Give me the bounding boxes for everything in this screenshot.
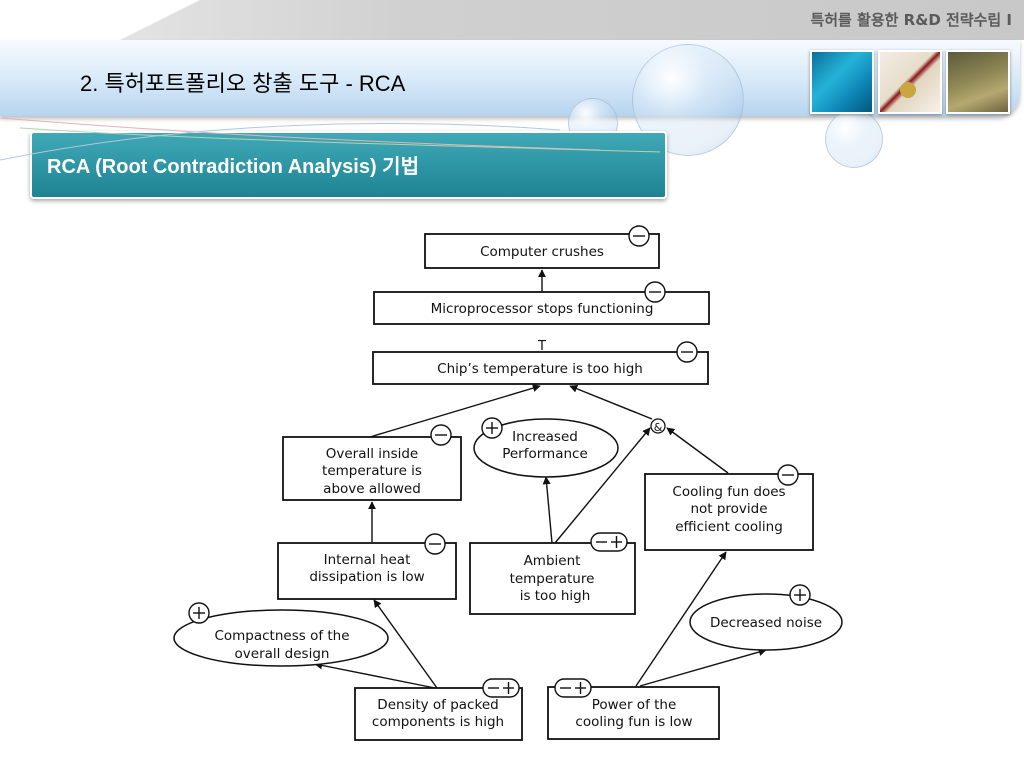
node-ellipse — [689, 593, 843, 651]
node-label: dissipation is low — [309, 569, 424, 585]
presentation-subject: 특허를 활용한 R&D 전략수립 I — [810, 11, 1012, 29]
node-label: Power of the — [592, 697, 677, 713]
arrow-density-to-compactness — [314, 661, 436, 689]
node-ambient-temperature: Ambient temperature is too high — [469, 542, 636, 615]
thumbnail-ribbon-seal — [878, 50, 942, 114]
minus-icon — [644, 281, 666, 303]
node-box — [372, 351, 709, 385]
node-label: Cooling fun does — [672, 484, 785, 500]
node-label: above allowed — [323, 481, 421, 497]
arrow-ambient-to-performance — [542, 476, 553, 544]
node-label: efficient cooling — [675, 519, 783, 535]
node-label: Decreased noise — [710, 615, 822, 631]
minus-plus-icon — [590, 532, 628, 552]
node-increased-performance: Increased Performance — [473, 418, 619, 478]
node-ellipse — [473, 418, 619, 478]
plus-icon — [188, 602, 210, 624]
node-label: temperature is — [322, 463, 422, 479]
node-ellipse — [173, 609, 389, 667]
arrow-density-to-internal — [373, 599, 438, 689]
node-internal-heat-dissipation: Internal heat dissipation is low — [277, 542, 457, 600]
node-compactness: Compactness of the overall design — [173, 609, 389, 667]
arrow-cooling-to-and — [666, 427, 729, 474]
plus-icon — [789, 584, 811, 606]
minus-icon — [424, 533, 446, 555]
node-label: Increased — [512, 429, 578, 445]
node-box — [469, 542, 636, 615]
node-label: Performance — [502, 446, 588, 462]
section-banner — [30, 131, 667, 199]
node-label: not provide — [690, 501, 767, 517]
and-gate-circle — [650, 418, 666, 434]
node-label: Chip’s temperature is too high — [437, 361, 643, 377]
node-label: Computer crushes — [480, 244, 604, 260]
arrow-power-to-noise — [639, 648, 767, 687]
minus-icon — [430, 424, 452, 446]
node-label: is too high — [520, 588, 591, 604]
header-band — [0, 0, 1024, 40]
section-title: RCA (Root Contradiction Analysis) 기법 — [47, 156, 419, 178]
node-box — [424, 233, 660, 269]
sign-badges — [188, 225, 811, 698]
minus-icon — [676, 341, 698, 363]
node-computer-crushes: Computer crushes — [424, 233, 660, 269]
thumbnail-wheat-field — [946, 50, 1010, 114]
page-title: 2. 특허포트폴리오 창출 도구 - RCA — [80, 71, 406, 96]
node-label: Density of packed — [377, 697, 498, 713]
node-label: Overall inside — [326, 446, 419, 462]
and-gate-symbol: & — [654, 421, 663, 434]
node-box — [282, 436, 462, 501]
node-box — [644, 473, 814, 551]
node-label: cooling fun is low — [575, 714, 692, 730]
t-mark: T — [537, 339, 546, 354]
node-label: Ambient — [524, 553, 581, 569]
node-label: temperature — [510, 571, 595, 587]
node-chip-temperature: Chip’s temperature is too high — [372, 351, 709, 385]
node-power-cooling-fun: Power of the cooling fun is low — [547, 686, 720, 740]
plus-icon — [481, 417, 503, 439]
node-overall-inside-temperature: Overall inside temperature is above allo… — [282, 436, 462, 501]
node-label: overall design — [235, 646, 330, 662]
node-label: components is high — [372, 714, 504, 730]
decorative-swoosh-lines — [0, 117, 661, 161]
minus-icon — [777, 464, 799, 486]
minus-plus-icon — [482, 678, 520, 698]
node-label: Internal heat — [324, 552, 411, 568]
node-box — [277, 542, 457, 600]
seal-icon — [900, 82, 916, 98]
arrow-and-to-chip — [569, 384, 653, 420]
node-decreased-noise: Decreased noise — [689, 593, 843, 651]
minus-icon — [628, 225, 650, 247]
minus-plus-icon — [554, 678, 592, 698]
arrow-ambient-to-and — [554, 427, 651, 544]
node-cooling-fun-not-efficient: Cooling fun does not provide efficient c… — [644, 473, 814, 551]
thumbnail-teal-fabric — [810, 50, 874, 114]
node-label: Compactness of the — [214, 628, 349, 644]
and-gate: & — [650, 418, 666, 434]
arrow-overall-to-chip — [369, 384, 541, 438]
decorative-bubble-medium — [825, 110, 883, 168]
diagram-arrows — [314, 269, 767, 689]
node-label: Microprocessor stops functioning — [431, 301, 654, 317]
arrow-power-to-cooling — [635, 551, 727, 687]
